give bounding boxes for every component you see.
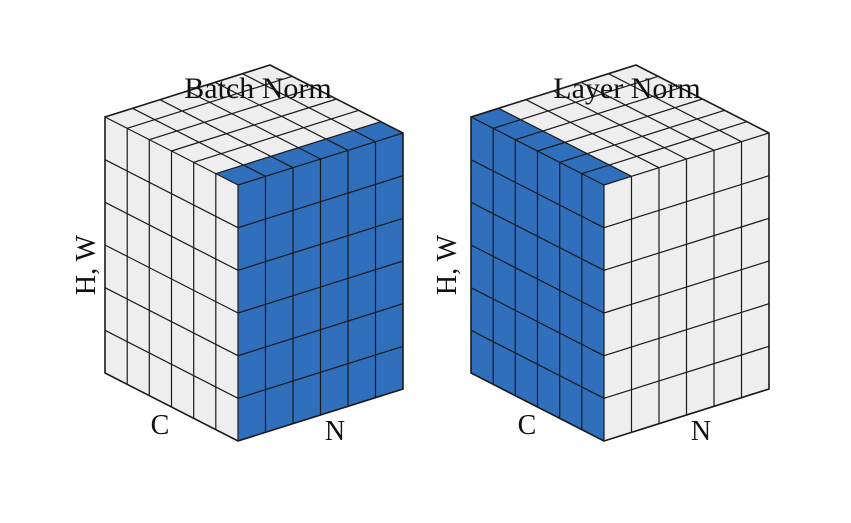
batch-norm-hw-label: H, W	[71, 234, 102, 295]
layer-norm-title: Layer Norm	[553, 72, 700, 105]
batch-norm-n-label: N	[325, 416, 345, 447]
cube-layer-top-line-b	[608, 73, 742, 143]
batch-norm-grid	[104, 64, 404, 442]
layer-norm-cube	[470, 64, 770, 442]
layer-norm-grid	[470, 64, 770, 442]
cube-batch-top-left-edge	[104, 116, 239, 186]
layer-norm-c-label: C	[518, 410, 537, 441]
cube-layer-outline	[470, 64, 770, 442]
cube-layer-top-right-edge	[603, 132, 770, 186]
batch-norm-title: Batch Norm	[184, 72, 331, 105]
cube-layer-top-left-edge	[470, 116, 605, 186]
cube-batch-top-line-b	[242, 73, 376, 143]
cube-batch-right-hline	[237, 175, 404, 229]
layer-norm-hw-label: H, W	[432, 234, 463, 295]
batch-norm-cube	[104, 64, 404, 442]
cube-batch-left-hline	[104, 159, 239, 229]
cube-layer-left-hline	[470, 159, 605, 229]
cube-batch-outline	[104, 64, 404, 442]
cube-batch-top-right-edge	[237, 132, 404, 186]
cube-layer-right-hline	[603, 175, 770, 229]
batch-norm-c-label: C	[151, 410, 170, 441]
layer-norm-n-label: N	[691, 416, 711, 447]
